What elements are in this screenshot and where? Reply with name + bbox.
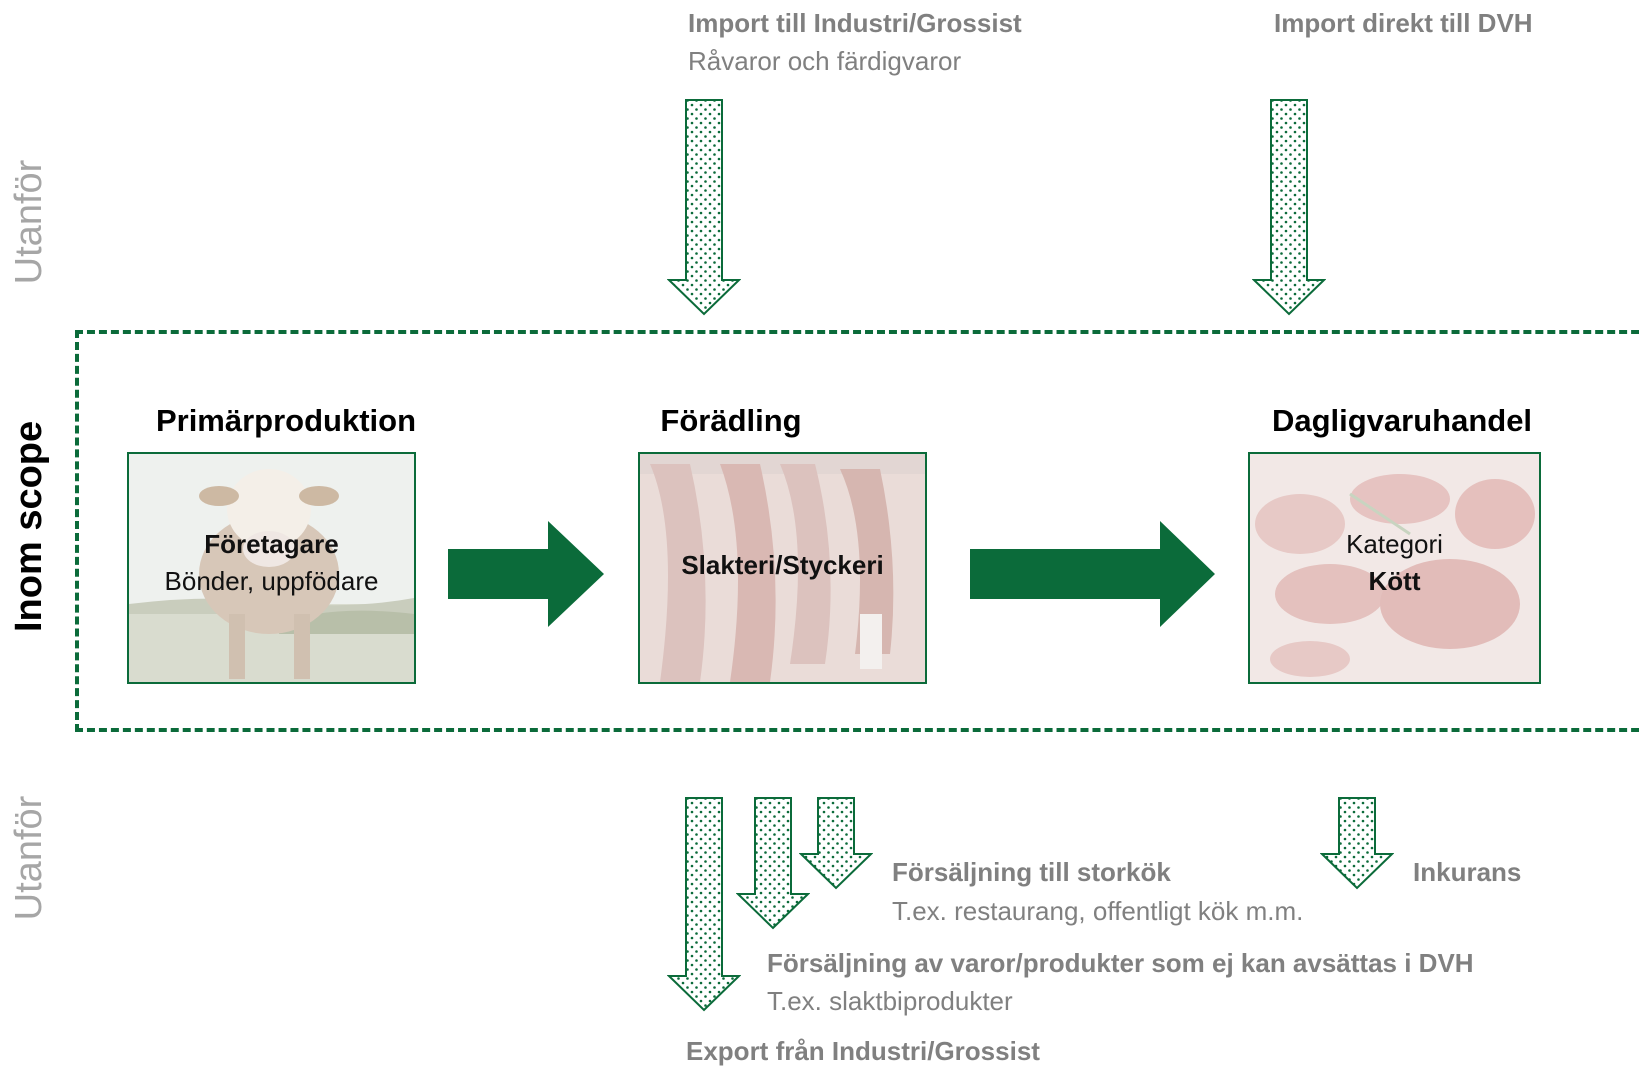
outside-top-label: Utanför bbox=[8, 159, 50, 285]
import-retail-arrow bbox=[1252, 99, 1326, 316]
stage-processing-title: Förädling bbox=[660, 403, 802, 438]
in-scope-label: Inom scope bbox=[8, 420, 50, 632]
stage-retail-title: Dagligvaruhandel bbox=[1271, 403, 1533, 438]
other-sales-subtitle: T.ex. slaktbiprodukter bbox=[767, 986, 1013, 1016]
catering-title: Försäljning till storkök bbox=[892, 857, 1171, 887]
import-industry-arrow bbox=[667, 99, 741, 316]
catering-subtitle: T.ex. restaurang, offentligt kök m.m. bbox=[892, 896, 1304, 926]
meat-image bbox=[1250, 454, 1539, 682]
other-sales-arrow bbox=[736, 797, 810, 930]
stage-primary-title: Primärproduktion bbox=[155, 403, 417, 438]
slaughterhouse-image bbox=[640, 454, 925, 682]
import-industry-subtitle: Råvaror och färdigvaror bbox=[688, 46, 962, 76]
import-retail-title: Import direkt till DVH bbox=[1274, 8, 1533, 38]
processing-line1: Slakteri/Styckeri bbox=[681, 550, 884, 580]
meat-photo-box: Kategori Kött bbox=[1248, 452, 1541, 684]
outside-bottom-label: Utanför bbox=[8, 795, 50, 921]
export-title: Export från Industri/Grossist bbox=[686, 1036, 1040, 1066]
cow-photo-box: Företagare Bönder, uppfödare bbox=[127, 452, 416, 684]
import-industry-title: Import till Industri/Grossist bbox=[688, 8, 1022, 38]
flow-arrow-2 bbox=[970, 521, 1215, 627]
retail-line1: Kategori bbox=[1346, 529, 1443, 559]
primary-line1: Företagare bbox=[204, 529, 339, 559]
cow-image bbox=[129, 454, 414, 682]
waste-title: Inkurans bbox=[1413, 857, 1522, 887]
waste-arrow bbox=[1320, 797, 1394, 890]
flow-arrow-1 bbox=[448, 521, 604, 627]
scope-frame bbox=[75, 330, 1639, 732]
catering-arrow bbox=[799, 797, 873, 890]
primary-line2: Bönder, uppfödare bbox=[164, 566, 379, 596]
export-arrow bbox=[667, 797, 741, 1012]
other-sales-title: Försäljning av varor/produkter som ej ka… bbox=[767, 948, 1474, 978]
retail-line2: Kött bbox=[1368, 566, 1421, 596]
slaughter-photo-box: Slakteri/Styckeri bbox=[638, 452, 927, 684]
